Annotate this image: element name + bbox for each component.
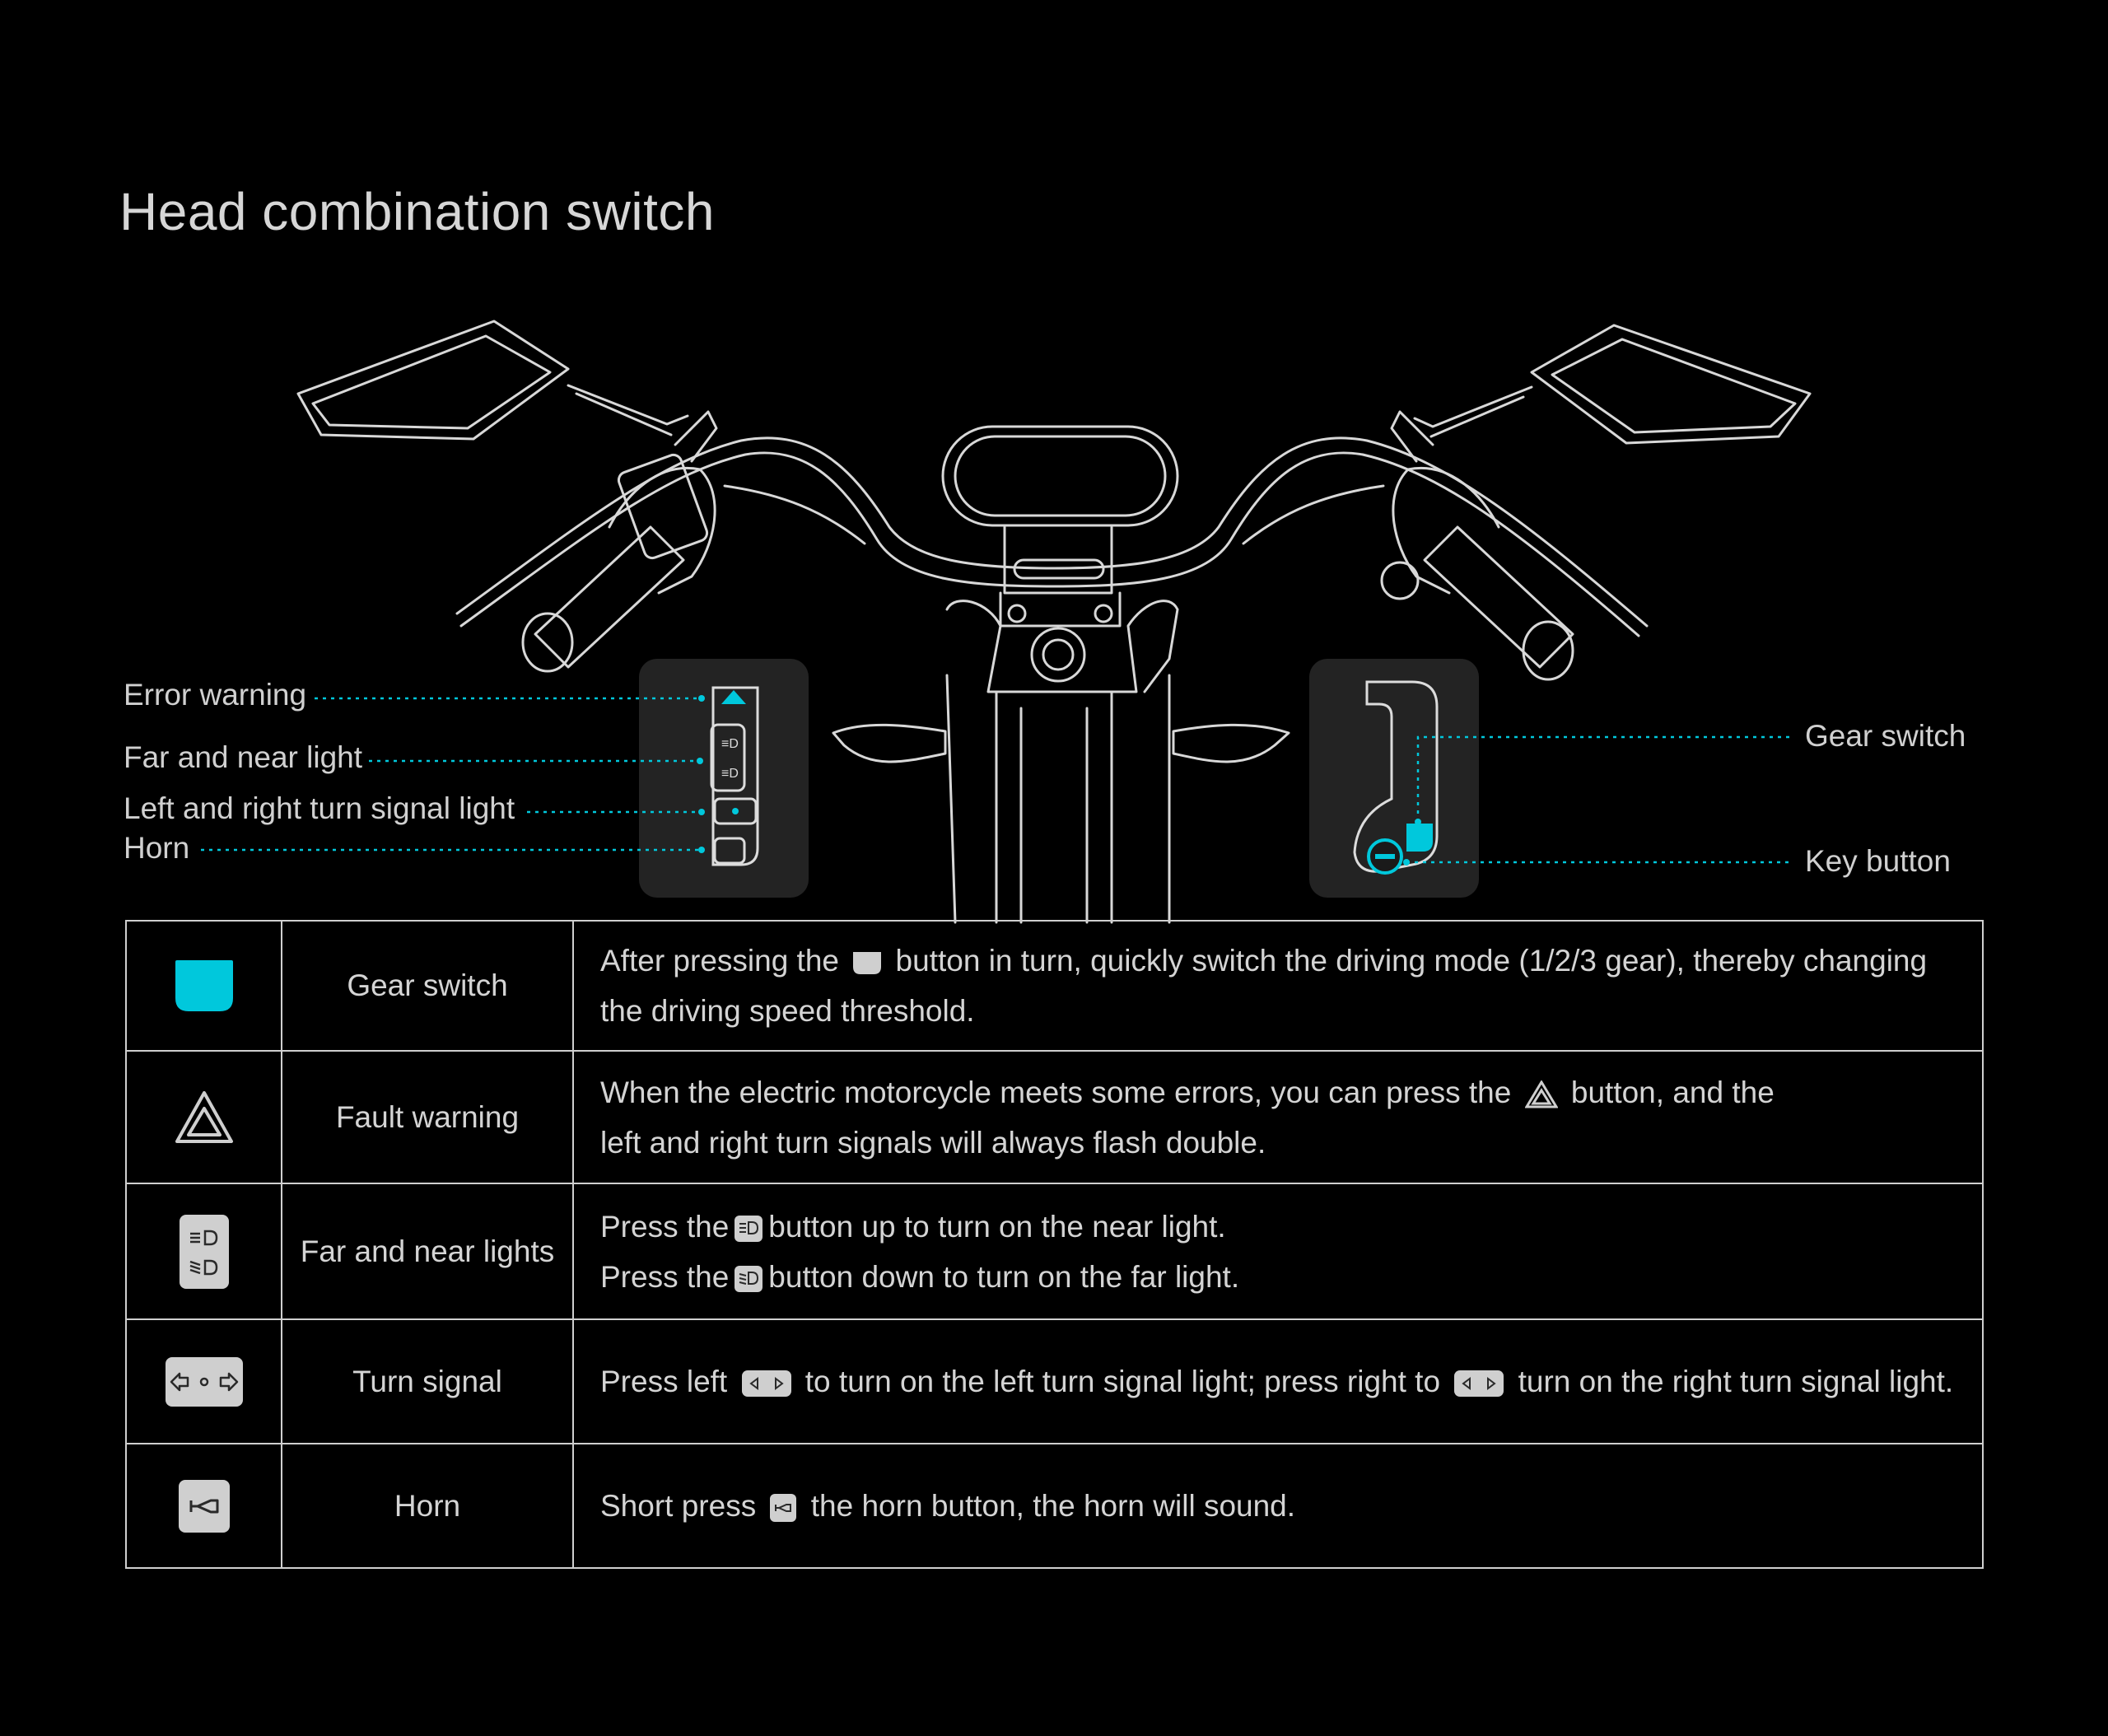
- row-name: Gear switch: [281, 920, 574, 1052]
- svg-text:≡D: ≡D: [721, 767, 739, 781]
- table-row: Horn Short press the horn button, the ho…: [125, 1443, 1984, 1569]
- callout-horn: Horn: [124, 831, 190, 865]
- right-mirror: [1413, 324, 1812, 445]
- function-table: Gear switch After pressing the button in…: [125, 920, 1984, 1569]
- hazard-inline-icon: [1524, 1080, 1558, 1108]
- left-mirror: [296, 320, 689, 441]
- right-switch-panel: [1309, 659, 1479, 898]
- headlight-inline-icon: [735, 1265, 763, 1292]
- right-blinker: [1172, 723, 1290, 763]
- handlebar: [455, 436, 1649, 637]
- callout-gear-switch: Gear switch: [1805, 719, 1966, 753]
- row-name: Turn signal: [281, 1318, 574, 1444]
- left-blinker: [832, 723, 947, 763]
- hazard-triangle-icon: [175, 1090, 233, 1143]
- callout-far-near-light: Far and near light: [124, 740, 363, 774]
- table-row: Fault warning When the electric motorcyc…: [125, 1050, 1984, 1184]
- table-row: Gear switch After pressing the button in…: [125, 920, 1984, 1052]
- right-grip: [1380, 410, 1574, 681]
- row-name: Fault warning: [281, 1050, 574, 1184]
- gear-button-inline-icon: [853, 952, 882, 975]
- horn-button-icon: [178, 1479, 230, 1533]
- svg-text:≡D: ≡D: [721, 737, 739, 751]
- row-description: After pressing the button in turn, quick…: [572, 920, 1984, 1052]
- dashboard: [941, 425, 1179, 527]
- callout-error-warning: Error warning: [124, 678, 307, 712]
- turn-signal-inline-icon: [1454, 1370, 1504, 1398]
- row-name: Horn: [281, 1443, 574, 1569]
- row-description: Press left to turn on the left turn sign…: [572, 1318, 1984, 1444]
- callout-turn-signal: Left and right turn signal light: [124, 791, 515, 825]
- leader-gear-switch: [1416, 735, 1793, 822]
- table-row: Turn signal Press left to turn on the le…: [125, 1318, 1984, 1444]
- turn-signal-inline-icon: [741, 1370, 791, 1398]
- row-name: Far and near lights: [281, 1183, 574, 1320]
- horn-inline-icon: [770, 1494, 797, 1523]
- left-switch-panel: ≡D ≡D: [639, 659, 809, 898]
- headlight-switch-icon: [179, 1214, 229, 1289]
- left-grip: [521, 410, 718, 673]
- callout-key-button: Key button: [1805, 844, 1951, 878]
- headlight-inline-icon: [735, 1215, 763, 1242]
- turn-signal-switch-icon: [165, 1356, 243, 1407]
- gear-button-icon: [175, 960, 233, 1011]
- row-description: When the electric motorcycle meets some …: [572, 1050, 1984, 1184]
- handlebar-diagram: ≡D ≡D: [201, 320, 1812, 924]
- page-title: Head combination switch: [119, 182, 715, 241]
- stem: [945, 525, 1179, 924]
- row-description: Short press the horn button, the horn wi…: [572, 1443, 1984, 1569]
